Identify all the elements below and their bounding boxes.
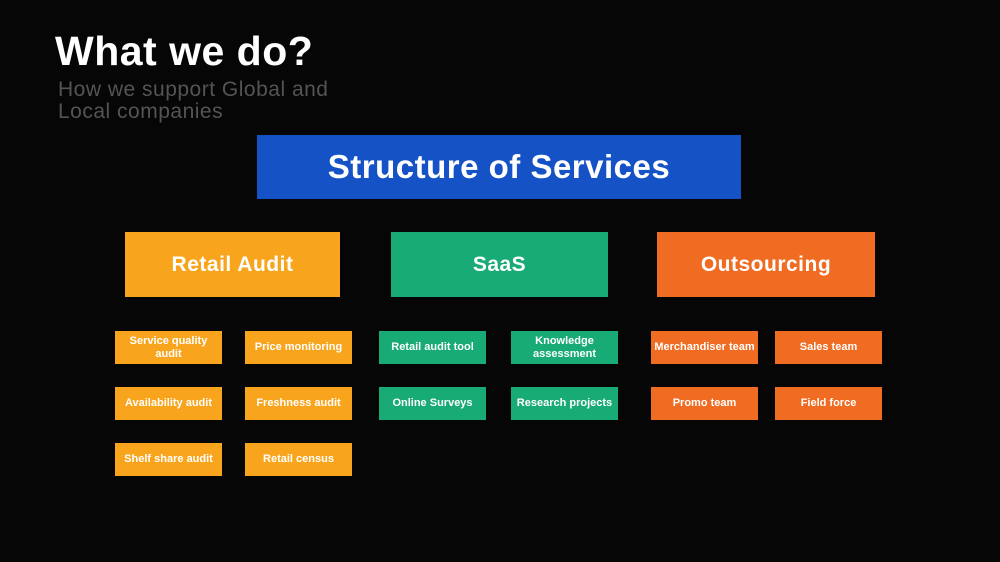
structure-of-services-banner: Structure of Services [257, 135, 741, 199]
service-box-merchandiser-team: Merchandiser team [651, 331, 758, 364]
subtitle-line-2: Local companies [58, 100, 224, 123]
service-box-availability-audit: Availability audit [115, 387, 222, 420]
slide-title: What we do? [55, 28, 314, 74]
service-box-knowledge-assessment: Knowledge assessment [511, 331, 618, 364]
column-header-retail-audit: Retail Audit [125, 232, 340, 297]
service-box-shelf-share-audit: Shelf share audit [115, 443, 222, 476]
service-box-field-force: Field force [775, 387, 882, 420]
service-box-online-surveys: Online Surveys [379, 387, 486, 420]
column-header-saas: SaaS [391, 232, 608, 297]
slide-subtitle: How we support Global and Local companie… [58, 79, 328, 123]
retail-audit-item-grid: Service quality audit Price monitoring A… [115, 331, 352, 476]
service-box-price-monitoring: Price monitoring [245, 331, 352, 364]
service-box-research-projects: Research projects [511, 387, 618, 420]
service-box-retail-audit-tool: Retail audit tool [379, 331, 486, 364]
outsourcing-item-grid: Merchandiser team Sales team Promo team … [651, 331, 882, 420]
service-box-promo-team: Promo team [651, 387, 758, 420]
saas-item-grid: Retail audit tool Knowledge assessment O… [379, 331, 618, 420]
service-box-freshness-audit: Freshness audit [245, 387, 352, 420]
service-box-service-quality-audit: Service quality audit [115, 331, 222, 364]
service-box-retail-census: Retail census [245, 443, 352, 476]
subtitle-line-1: How we support Global and [58, 78, 329, 101]
column-header-outsourcing: Outsourcing [657, 232, 875, 297]
service-box-sales-team: Sales team [775, 331, 882, 364]
